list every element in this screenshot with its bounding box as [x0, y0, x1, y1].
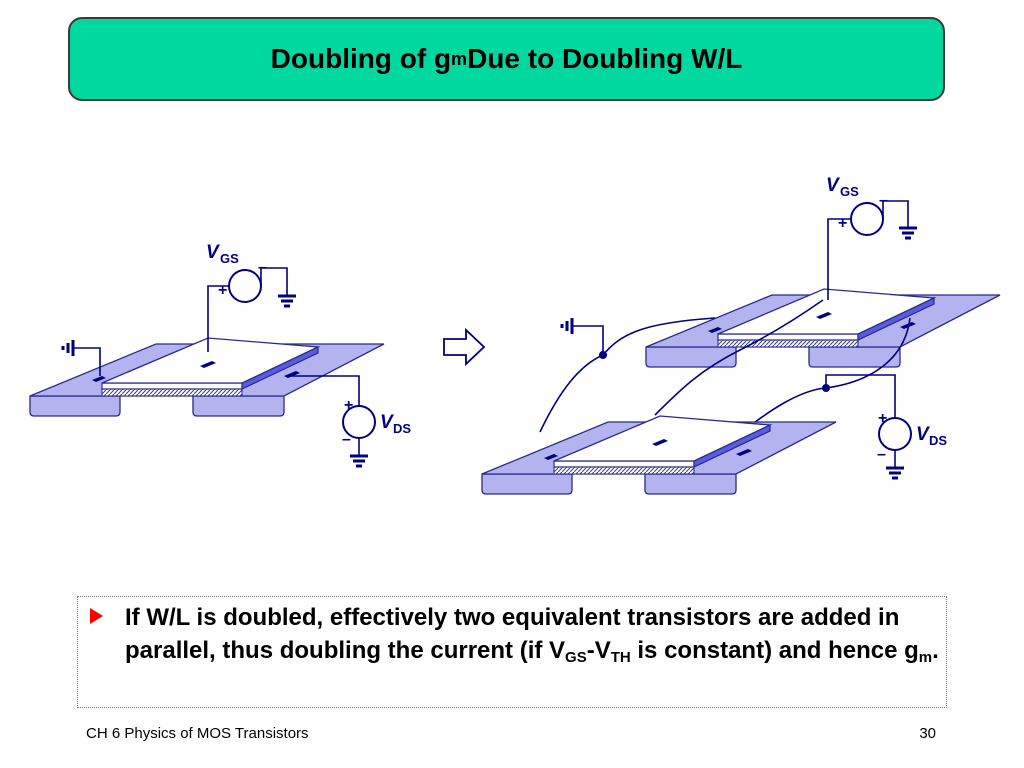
vds-sub-right: DS: [929, 433, 947, 448]
page-number: 30: [919, 725, 936, 742]
vds-plus-left: +: [344, 397, 353, 414]
vgs-minus-left: –: [258, 259, 267, 276]
vds-source-left: + – V DS: [286, 375, 411, 468]
bullet-part3: is constant) and hence g: [630, 637, 919, 664]
vds-minus-left: –: [342, 431, 351, 448]
vgs-plus-left: +: [218, 282, 227, 299]
bullet-box: If W/L is doubled, effectively two equiv…: [77, 596, 947, 708]
vgs-v-right: V: [826, 175, 840, 196]
bullet-part1: If W/L is doubled, effectively two equiv…: [125, 604, 900, 664]
vds-source-right: + – V DS: [822, 374, 947, 480]
vgs-sub-right: GS: [840, 184, 859, 199]
bullet-part2: -V: [586, 637, 611, 664]
transform-arrow: [443, 327, 486, 367]
vgs-sub-left: GS: [220, 251, 239, 266]
bullet-arrow-icon: [90, 608, 103, 624]
bullet-sub3: m: [918, 649, 933, 666]
vgs-source-left: + – V GS: [206, 242, 298, 352]
title-suffix: Due to Doubling W/L: [467, 43, 743, 74]
vds-v-right: V: [916, 424, 930, 445]
bullet-sub2: TH: [610, 649, 631, 666]
bullet-sub1: GS: [565, 649, 587, 666]
source-ground-right: [560, 316, 607, 359]
vgs-plus-right: +: [838, 215, 847, 232]
bullet-part4: .: [932, 637, 939, 664]
vgs-v-left: V: [206, 242, 220, 263]
vds-v-left: V: [380, 412, 394, 433]
vds-minus-right: –: [877, 446, 886, 463]
vgs-source-right: + – V GS: [826, 175, 919, 300]
title-subscript: m: [451, 48, 468, 69]
source-ground-left: [61, 338, 101, 376]
vds-sub-left: DS: [393, 421, 411, 436]
bullet-text: If W/L is doubled, effectively two equiv…: [125, 601, 940, 667]
title-prefix: Doubling of g: [270, 43, 452, 74]
vgs-minus-right: –: [879, 192, 888, 209]
vds-plus-right: +: [878, 410, 887, 427]
lower-transistor: [481, 415, 837, 495]
footer-chapter: CH 6 Physics of MOS Transistors: [86, 725, 309, 742]
single-transistor: [29, 337, 385, 417]
